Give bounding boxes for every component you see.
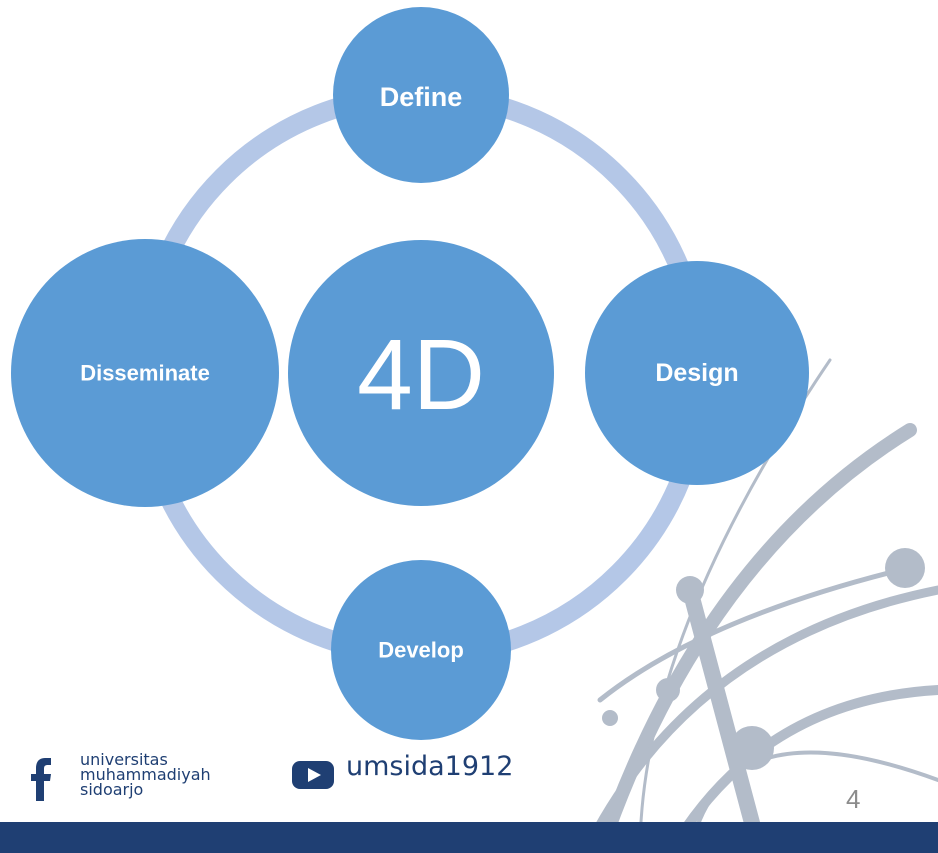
- page-number: 4: [846, 784, 861, 814]
- facebook-icon[interactable]: [26, 754, 56, 802]
- node-define-label: Define: [380, 82, 463, 112]
- node-design: Design: [585, 261, 809, 485]
- university-name-text: universitas muhammadiyah sidoarjo: [80, 750, 211, 799]
- network-nodes: [602, 548, 925, 770]
- center-node: 4D: [288, 240, 554, 506]
- node-design-label: Design: [655, 359, 738, 387]
- university-name: universitas muhammadiyah sidoarjo: [80, 750, 270, 799]
- node-define: Define: [333, 7, 509, 183]
- youtube-handle[interactable]: umsida1912: [346, 751, 514, 782]
- youtube-icon[interactable]: [291, 758, 335, 792]
- center-label: 4D: [357, 319, 485, 431]
- node-develop-label: Develop: [378, 638, 464, 663]
- node-develop: Develop: [331, 560, 511, 740]
- footer-bar: [0, 822, 938, 853]
- node-disseminate: Disseminate: [11, 239, 279, 507]
- node-disseminate-label: Disseminate: [80, 361, 210, 386]
